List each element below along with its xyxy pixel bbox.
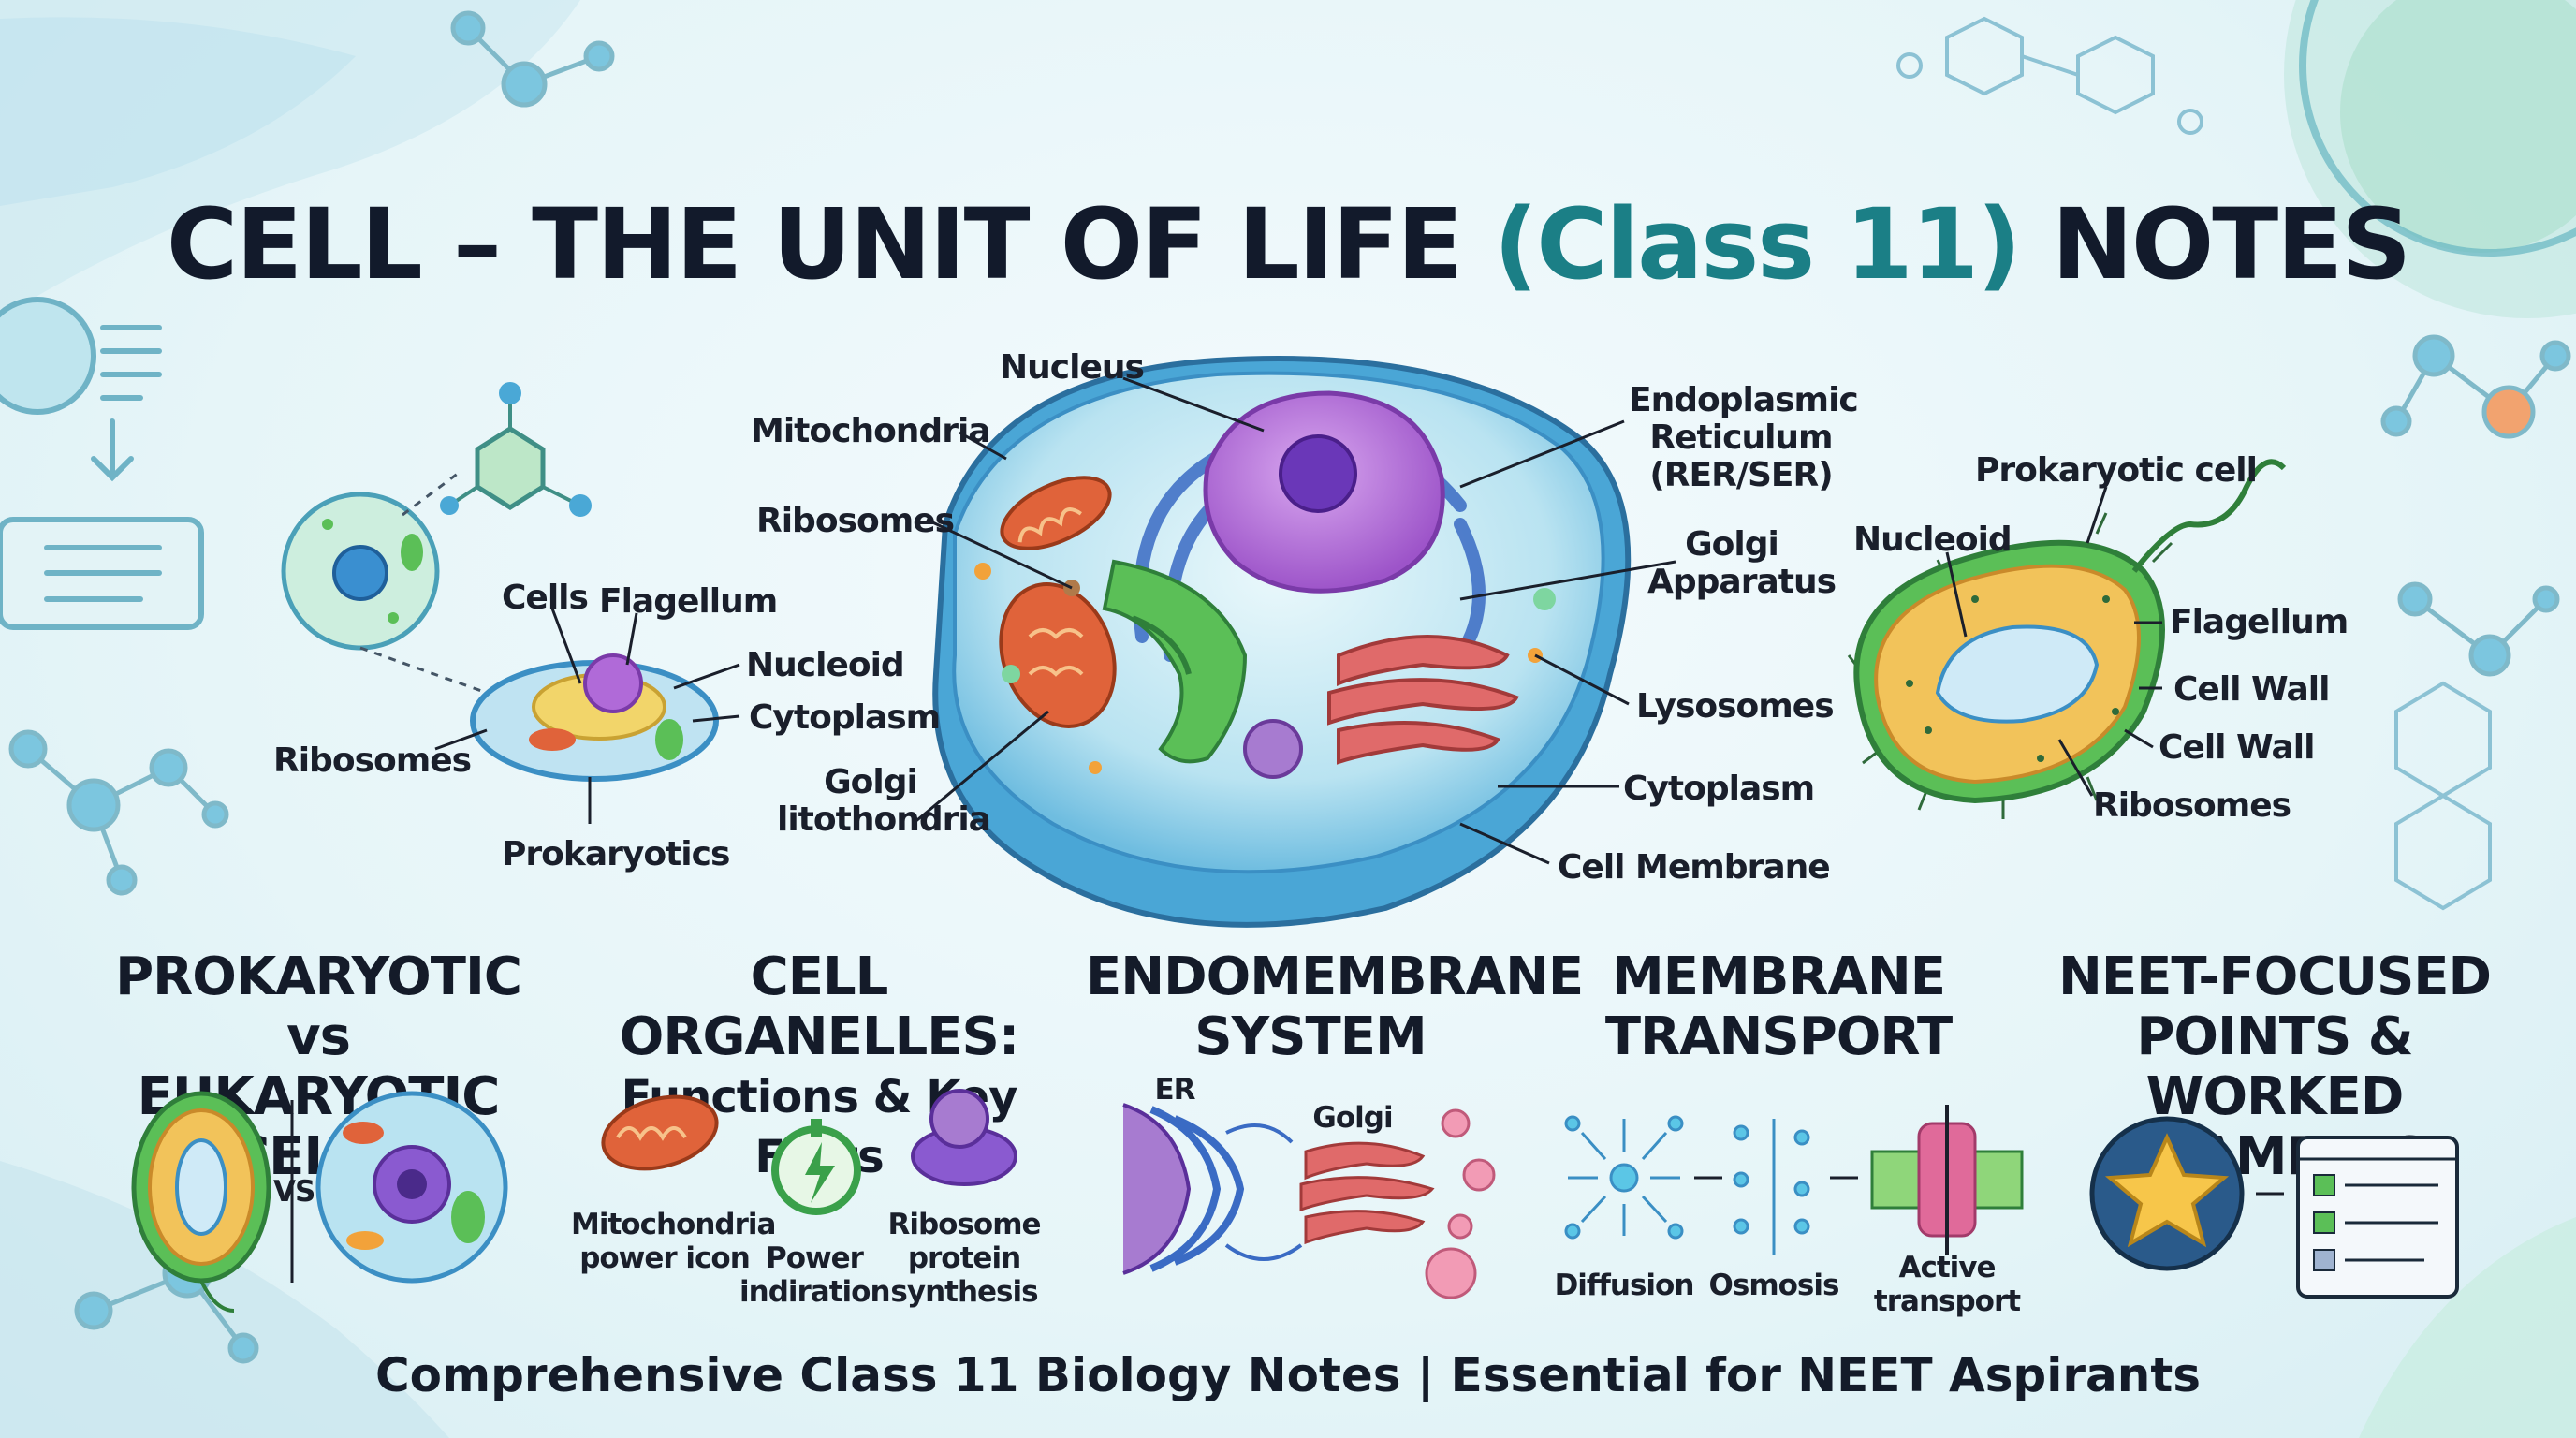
- ribosome-caption: Ribosome protein synthesis: [887, 1208, 1041, 1309]
- diffusion-caption: Diffusion: [1554, 1269, 1695, 1302]
- section-endomembrane-line1: ENDOMEMBRANE: [1086, 946, 1584, 1007]
- mitochondria-icon: [601, 1094, 719, 1171]
- title-accent: (Class 11): [1493, 187, 2022, 301]
- section-pve-line1: PROKARYOTIC vs: [115, 946, 522, 1067]
- golgi-caption: Golgi: [1312, 1101, 1393, 1135]
- section-transport-line1: MEMBRANE: [1612, 946, 1946, 1007]
- label-cytoplasm: Cytoplasm: [1623, 770, 1815, 808]
- label-ribosomes-left: Ribosomes: [273, 741, 472, 780]
- star-icon: [2089, 1116, 2245, 1271]
- section-neet-line2: POINTS & WORKED: [2136, 1006, 2413, 1127]
- footer-tagline: Comprehensive Class 11 Biology Notes | E…: [374, 1348, 2202, 1402]
- title-tail: NOTES: [2019, 187, 2411, 301]
- label-cell-wall-1: Cell Wall: [2174, 670, 2330, 709]
- active-transport-caption: Active transport: [1873, 1251, 2021, 1318]
- osmosis-icon: [1733, 1119, 1810, 1255]
- section-transport-line2: TRANSPORT: [1604, 1006, 1953, 1067]
- label-nucleoid-left: Nucleoid: [746, 646, 905, 684]
- title-main: CELL – THE UNIT OF LIFE: [166, 187, 1494, 301]
- label-golgi-apparatus: Golgi Apparatus: [1647, 525, 1837, 601]
- label-mitochondria: Mitochondria: [751, 412, 991, 450]
- label-cell-wall-2: Cell Wall: [2159, 728, 2315, 767]
- osmosis-caption: Osmosis: [1708, 1269, 1840, 1302]
- label-golgi-left: Golgi litothondria: [777, 763, 991, 839]
- checklist-icon: [2296, 1136, 2459, 1299]
- label-cell-membrane: Cell Membrane: [1558, 848, 1831, 887]
- section-neet-line1: NEET-FOCUSED: [2057, 946, 2492, 1007]
- section-endomembrane: ENDOMEMBRANE SYSTEM: [1086, 946, 1584, 1067]
- er-icon: [1122, 1103, 1245, 1275]
- section-membrane-transport: MEMBRANE TRANSPORT: [1544, 947, 2012, 1067]
- label-lysosomes: Lysosomes: [1636, 687, 1835, 726]
- label-prokaryotics: Prokaryotics: [502, 835, 730, 873]
- label-cytoplasm-left: Cytoplasm: [749, 698, 941, 737]
- power-caption: Power indiration: [739, 1241, 891, 1309]
- prokaryote-icon: [131, 1091, 271, 1313]
- eukaryote-icon: [315, 1091, 508, 1284]
- vs-label: VS: [273, 1175, 315, 1209]
- golgi-icon: [1299, 1141, 1435, 1245]
- label-endoplasmic-reticulum: Endoplasmic Reticulum (RER/SER): [1629, 381, 1859, 494]
- diffusion-icon: [1564, 1115, 1684, 1240]
- label-ribosomes: Ribosomes: [756, 502, 955, 540]
- label-nucleoid-right: Nucleoid: [1853, 521, 2012, 559]
- label-flagellum-left: Flagellum: [599, 582, 778, 621]
- power-icon: [771, 1119, 861, 1215]
- label-flagellum-right: Flagellum: [2170, 603, 2349, 641]
- label-cells: Cells: [502, 579, 589, 617]
- er-caption: ER: [1154, 1073, 1195, 1107]
- label-nucleus: Nucleus: [1000, 348, 1145, 387]
- section-organelles-line1: CELL ORGANELLES:: [619, 946, 1020, 1067]
- active-transport-icon: [1870, 1105, 2024, 1255]
- page-title: CELL – THE UNIT OF LIFE (Class 11) NOTES: [0, 187, 2576, 301]
- label-ribosomes-right: Ribosomes: [2093, 786, 2291, 825]
- mitochondria-caption: Mitochondria power icon: [571, 1208, 776, 1275]
- ribosome-icon: [911, 1089, 1017, 1186]
- section-endomembrane-line2: SYSTEM: [1194, 1006, 1427, 1067]
- label-prokaryotic-cell: Prokaryotic cell: [1975, 451, 2258, 490]
